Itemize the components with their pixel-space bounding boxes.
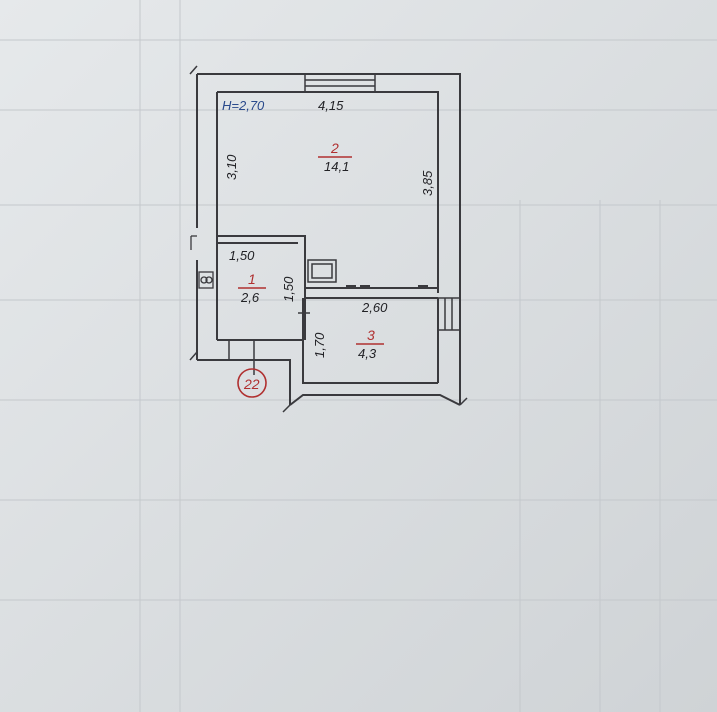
utility-box-icon (190, 235, 214, 289)
room2-area: 14,1 (324, 159, 349, 174)
dim-room1-height: 1,50 (281, 276, 296, 302)
room2-number: 2 (330, 140, 339, 156)
room1-number: 1 (248, 271, 256, 287)
room-fraction-bars (238, 156, 384, 345)
dim-room3-height: 1,70 (312, 332, 327, 358)
dim-room3-width: 2,60 (361, 300, 388, 315)
window-right (438, 297, 460, 331)
dim-left-height: 3,10 (224, 154, 239, 180)
walls (196, 73, 461, 406)
corner-ticks (189, 65, 468, 413)
counter-marks (346, 285, 428, 289)
stove-icon (307, 259, 337, 283)
apartment-number-circle (237, 368, 267, 398)
ceiling-height-label: H=2,70 (222, 98, 265, 113)
entrance-door (228, 340, 255, 375)
room3-number: 3 (367, 327, 375, 343)
room1-area: 2,6 (240, 290, 260, 305)
window-top (304, 74, 376, 92)
dim-room1-width: 1,50 (229, 248, 255, 263)
room3-area: 4,3 (358, 346, 377, 361)
dim-top-width: 4,15 (318, 98, 344, 113)
dim-right-height: 3,85 (420, 170, 435, 196)
apartment-number: 22 (243, 376, 260, 392)
